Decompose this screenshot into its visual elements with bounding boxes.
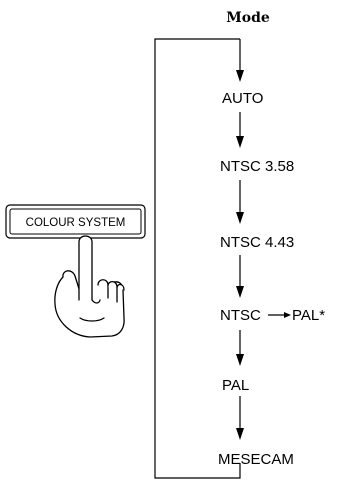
connector-2 [236,180,244,224]
mode-mesecam: MESECAM [218,451,294,468]
mode-ntsc-to-pal-source: NTSC [220,307,261,324]
mode-ntsc-443: NTSC 4.43 [220,234,294,251]
connector-0 [236,39,244,82]
diagram-title: Mode [226,10,270,26]
colour-system-button[interactable]: COLOUR SYSTEM [6,205,145,238]
connector-1 [236,112,244,148]
connector-5 [236,396,244,440]
connector-3 [236,255,244,298]
mode-ntsc-to-pal-target: PAL* [292,307,325,324]
mode-ntsc-358: NTSC 3.58 [220,158,294,175]
mode-auto: AUTO [222,90,263,107]
connector-4 [236,330,244,366]
mode-ntsc-to-pal: NTSC PAL* [220,307,325,324]
right-arrow-icon [284,312,291,318]
colour-system-button-label: COLOUR SYSTEM [26,217,126,229]
pointing-hand-icon [55,236,124,337]
mode-pal: PAL [222,377,249,394]
